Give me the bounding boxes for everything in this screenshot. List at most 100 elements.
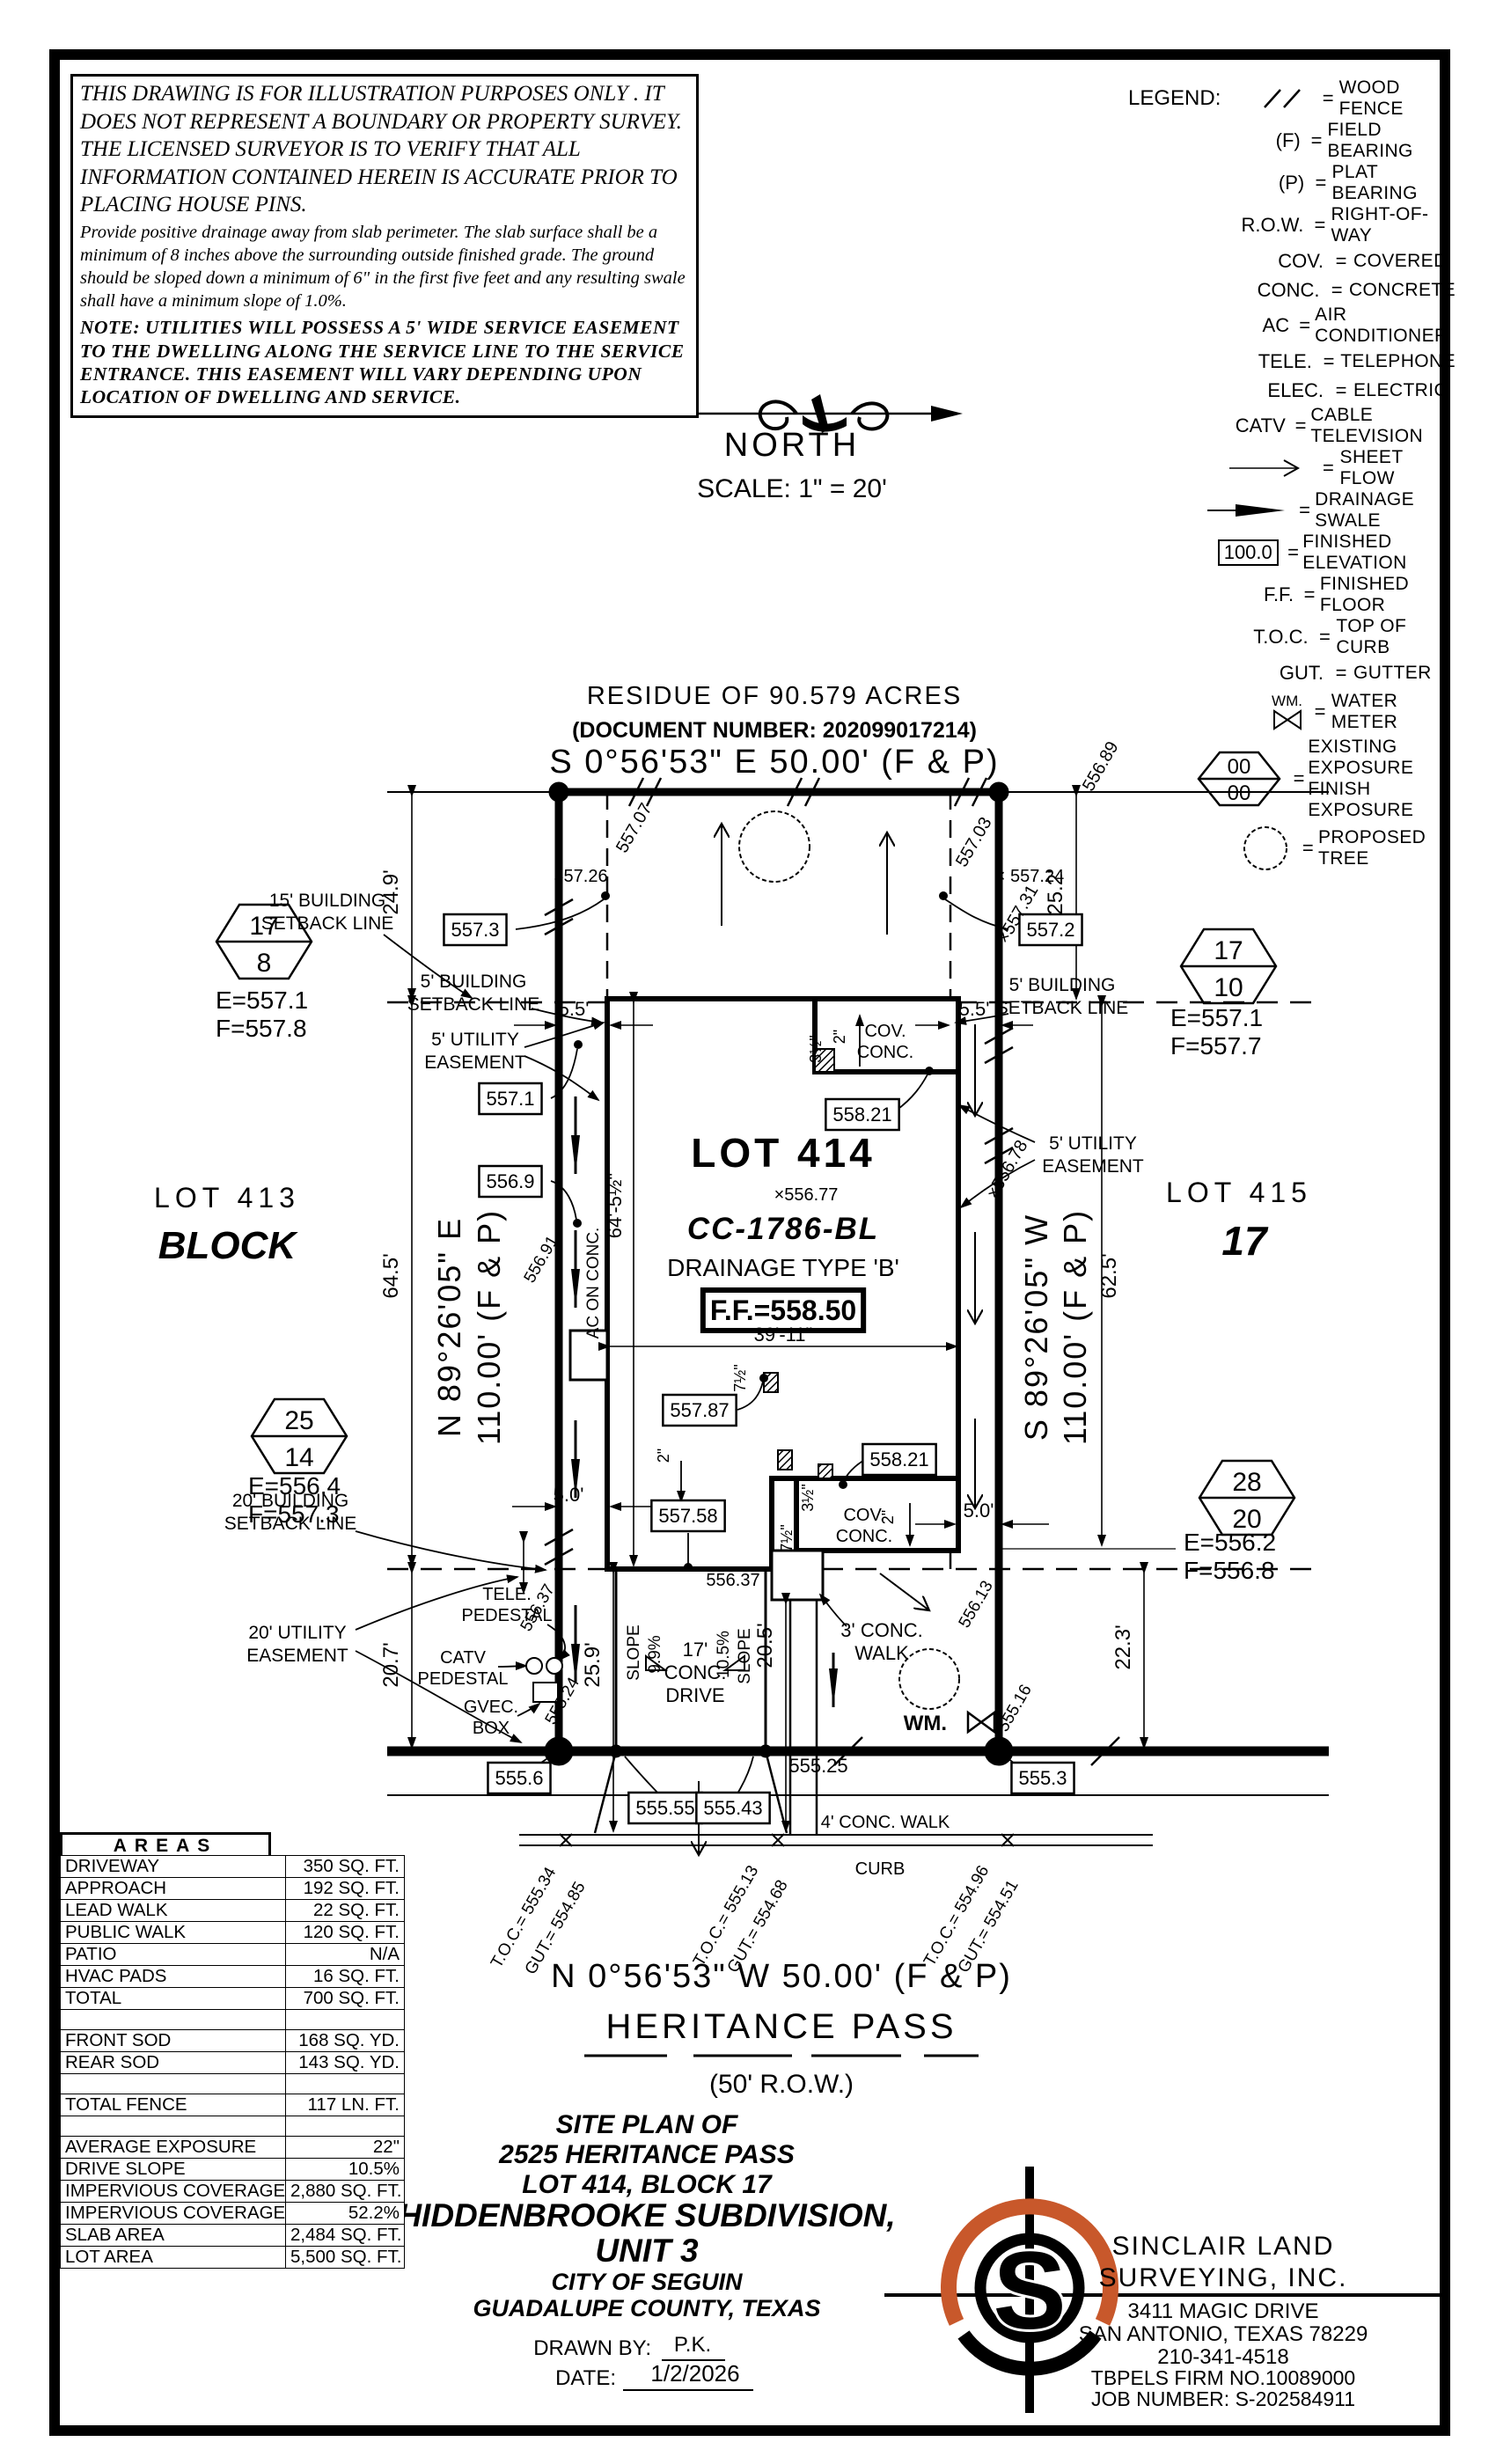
area-label: TOTAL bbox=[60, 1987, 286, 2010]
plan-label-91: 3' CONC. bbox=[840, 1619, 922, 1641]
plan-label-77: CATV bbox=[440, 1648, 487, 1668]
plan-label-10: 557.2 bbox=[1026, 919, 1074, 941]
table-row bbox=[60, 2116, 405, 2137]
plan-label-54: 557.87 bbox=[670, 1399, 729, 1421]
area-label: LOT AREA bbox=[60, 2246, 286, 2269]
legend-label: FINISHED ELEVATION bbox=[1302, 532, 1407, 573]
plan-label-50: LOT 415 bbox=[1166, 1177, 1312, 1208]
plan-label-65: 5.0' bbox=[964, 1500, 994, 1522]
sheet-flow-arrows bbox=[699, 824, 975, 1855]
plan-label-124: F=557.3 bbox=[248, 1500, 340, 1528]
legend-label: WATER METER bbox=[1331, 691, 1398, 732]
company-logo: S bbox=[884, 2167, 1440, 2413]
lot-boundary bbox=[387, 781, 1329, 1766]
area-value: 120 SQ. FT. bbox=[285, 1921, 405, 1944]
legend-label: FINISHED FLOOR bbox=[1319, 574, 1410, 615]
legend-sym: AC bbox=[1262, 314, 1290, 336]
plan-label-98: 555.25 bbox=[788, 1755, 847, 1777]
plan-label-132: CITY OF SEGUIN bbox=[551, 2269, 743, 2295]
plan-label-96: 555.55 bbox=[635, 1797, 694, 1819]
plan-label-119: E=557.1 bbox=[216, 986, 308, 1014]
street-lines bbox=[387, 1794, 1329, 2057]
table-row: IMPERVIOUS COVERAGE %52.2% bbox=[60, 2202, 405, 2225]
plan-label-140: 3411 MAGIC DRIVE bbox=[1128, 2299, 1319, 2323]
plan-label-17: 5' BUILDING bbox=[421, 972, 527, 992]
plan-label-7: 557.26 bbox=[554, 867, 607, 886]
plan-label-126: F=556.8 bbox=[1184, 1557, 1275, 1584]
plan-label-116: 14 bbox=[284, 1443, 313, 1472]
gvec-box-icon bbox=[532, 1682, 559, 1703]
plan-label-85: 17' bbox=[683, 1639, 708, 1661]
area-value: 192 SQ. FT. bbox=[285, 1877, 405, 1900]
plan-label-51: 17 bbox=[1221, 1218, 1269, 1264]
plan-label-74: EASEMENT bbox=[246, 1646, 348, 1666]
table-row bbox=[60, 2073, 405, 2094]
drainage-swale-arrows bbox=[571, 1096, 838, 1707]
plan-label-38: DRAINAGE TYPE 'B' bbox=[667, 1254, 899, 1281]
equals-sign: = bbox=[1299, 314, 1311, 336]
plan-label-128: 2525 HERITANCE PASS bbox=[498, 2140, 795, 2169]
sheet-flow-icon bbox=[1229, 459, 1301, 477]
exposure-hexagon-17-10 bbox=[1179, 928, 1278, 1005]
plan-label-129: LOT 414, BLOCK 17 bbox=[522, 2170, 773, 2199]
area-value: 16 SQ. FT. bbox=[285, 1965, 405, 1988]
area-label: APPROACH bbox=[60, 1877, 286, 1900]
plan-label-34: 558.21 bbox=[832, 1104, 891, 1126]
legend-row-row: R.O.W.=RIGHT-OF-WAY bbox=[1128, 204, 1456, 246]
plan-label-24: EASEMENT bbox=[424, 1052, 526, 1073]
plan-label-20: SETBACK LINE bbox=[996, 998, 1129, 1018]
plan-label-1: SCALE: 1" = 20' bbox=[697, 474, 887, 503]
legend-label: TELEPHONE bbox=[1340, 350, 1456, 371]
legend-sym: T.O.C. bbox=[1253, 626, 1309, 648]
plan-label-127: SITE PLAN OF bbox=[556, 2110, 738, 2139]
equals-sign: = bbox=[1322, 87, 1334, 109]
plan-label-43: 62.5' bbox=[1097, 1253, 1121, 1298]
legend: LEGEND: = WOOD FENCE (F)=FIELD BEARING (… bbox=[1128, 77, 1456, 876]
plan-label-80: BOX bbox=[473, 1719, 510, 1738]
table-row bbox=[60, 2009, 405, 2030]
disclaimer-block: THIS DRAWING IS FOR ILLUSTRATION PURPOSE… bbox=[70, 74, 699, 419]
legend-row-telephone: TELE.=TELEPHONE bbox=[1128, 347, 1456, 376]
legend-sym: (P) bbox=[1278, 172, 1305, 194]
legend-label: TOP OF CURB bbox=[1336, 616, 1407, 657]
plan-label-19: 5' BUILDING bbox=[1009, 975, 1116, 995]
plan-label-87: DRIVE bbox=[665, 1684, 724, 1706]
area-label: TOTAL FENCE bbox=[60, 2094, 286, 2116]
finished-elevation-box-icon: 100.0 bbox=[1217, 539, 1279, 566]
legend-row-sheet-flow: =SHEET FLOW bbox=[1128, 447, 1456, 489]
setback-lines bbox=[387, 792, 1320, 1571]
legend-row-catv: CATV=CABLE TELEVISION bbox=[1128, 405, 1456, 447]
plan-label-box-39 bbox=[700, 1287, 867, 1333]
plan-label-110: (50' R.O.W.) bbox=[709, 2070, 854, 2099]
equals-sign: = bbox=[1331, 278, 1343, 301]
plan-label-83: SLOPE bbox=[625, 1624, 643, 1680]
plan-label-21: 5.5' bbox=[559, 998, 590, 1020]
plan-label-2: RESIDUE OF 90.579 ACRES bbox=[587, 682, 962, 710]
legend-sym: CATV bbox=[1235, 414, 1286, 436]
spot-arrows bbox=[677, 1014, 914, 1547]
legend-title: LEGEND: bbox=[1128, 86, 1221, 110]
legend-label: RIGHT-OF-WAY bbox=[1331, 204, 1429, 246]
plan-label-61: 3½" bbox=[799, 1484, 817, 1511]
area-value: 52.2% bbox=[285, 2202, 405, 2225]
plan-label-143: TBPELS FIRM NO.10089000 bbox=[1091, 2366, 1355, 2389]
plan-label-93: 22.3' bbox=[1111, 1624, 1135, 1669]
area-value: 22 SQ. FT. bbox=[285, 1899, 405, 1922]
plan-label-89: SLOPE bbox=[736, 1628, 754, 1683]
plan-label-92: WALK bbox=[854, 1642, 909, 1664]
legend-label: EXISTING EXPOSURE bbox=[1308, 737, 1414, 778]
logo-black-arc bbox=[957, 2330, 1102, 2376]
plan-label-box-63 bbox=[862, 1442, 937, 1477]
plan-label-4: S 0°56'53" E 50.00' (F & P) bbox=[549, 744, 999, 781]
legend-label: SHEET FLOW bbox=[1339, 447, 1404, 488]
ac-pad bbox=[568, 1329, 609, 1382]
legend-row-proposed-tree: =PROPOSED TREE bbox=[1128, 821, 1456, 876]
utility-symbols bbox=[525, 1657, 996, 1734]
